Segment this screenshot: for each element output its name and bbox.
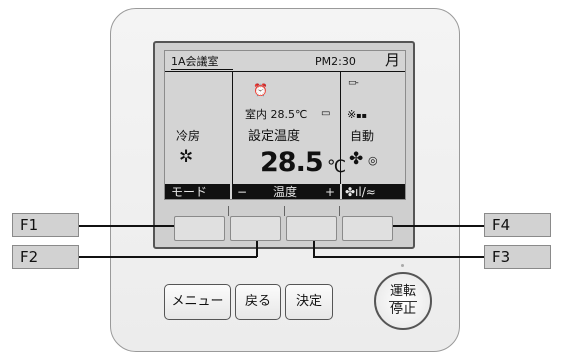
clock: PM2:30 (315, 55, 356, 68)
operation-mode: 冷房 (176, 129, 201, 143)
softkey-mode: モード (171, 185, 208, 199)
f1-callout-line (79, 225, 174, 227)
f3-callout-line-vertical (313, 241, 315, 257)
set-temperature-unit: ℃ (327, 157, 347, 177)
month-indicator: 月 (385, 51, 401, 69)
set-temperature-label: 設定温度 (248, 129, 301, 144)
menu-button[interactable]: メニュー (164, 284, 231, 320)
f1-button[interactable] (174, 216, 225, 241)
cooling-icon: ✲ (179, 147, 194, 167)
f2-callout-line-vertical (256, 241, 258, 257)
operation-lamp (401, 264, 404, 267)
f2-label: F2 (12, 245, 79, 269)
softkey-separator (340, 184, 342, 199)
key-tick (228, 206, 229, 216)
indoor-temperature: 室内 28.5℃ (245, 108, 308, 121)
f3-button[interactable] (286, 216, 337, 241)
power-button[interactable]: 運転 停止 (374, 272, 432, 330)
swing-icon: ◎ (368, 154, 378, 167)
room-name-underline (171, 69, 233, 70)
dash-indicator: ▭- (348, 78, 359, 88)
header-divider (165, 71, 405, 72)
f3-callout-line (313, 256, 484, 258)
column-divider-right (340, 72, 341, 184)
airflow-direction-icon: ※▪▪ (347, 109, 367, 120)
f4-label: F4 (484, 213, 551, 237)
back-button[interactable]: 戻る (235, 284, 281, 320)
f2-button[interactable] (230, 216, 281, 241)
timer-icon: ⏰ (253, 83, 268, 97)
softkey-separator (230, 184, 232, 199)
softkey-bar: モード − 温度 + ✤ıl/≈ (165, 184, 405, 199)
fan-icon: ✤ (349, 149, 364, 169)
airflow-symbol: ※ (347, 108, 357, 121)
f4-button[interactable] (342, 216, 393, 241)
airflow-level: ▪▪ (356, 111, 368, 120)
fan-mode: 自動 (350, 129, 375, 143)
softkey-minus: − (237, 185, 248, 199)
power-label-stop: 停止 (389, 302, 416, 317)
room-name: 1A会議室 (171, 55, 219, 68)
softkey-temp: 温度 (273, 185, 298, 199)
softkey-plus: + (325, 185, 336, 199)
column-divider-left (232, 72, 233, 184)
sensor-icon: ▭ (321, 108, 331, 119)
confirm-button[interactable]: 決定 (285, 284, 333, 320)
softkey-fan: ✤ıl/≈ (345, 185, 376, 199)
lcd-screen: 1A会議室 PM2:30 月 ▭- ⏰ 冷房 ✲ 室内 28.5℃ ▭ 設定温度… (164, 50, 406, 200)
f2-callout-line (79, 256, 257, 258)
f1-label: F1 (12, 213, 79, 237)
key-tick (284, 206, 285, 216)
set-temperature-value: 28.5 (260, 147, 324, 178)
f4-callout-line (393, 225, 484, 227)
f3-label: F3 (484, 245, 551, 269)
key-tick (339, 206, 340, 216)
power-label-run: 運転 (388, 284, 417, 302)
